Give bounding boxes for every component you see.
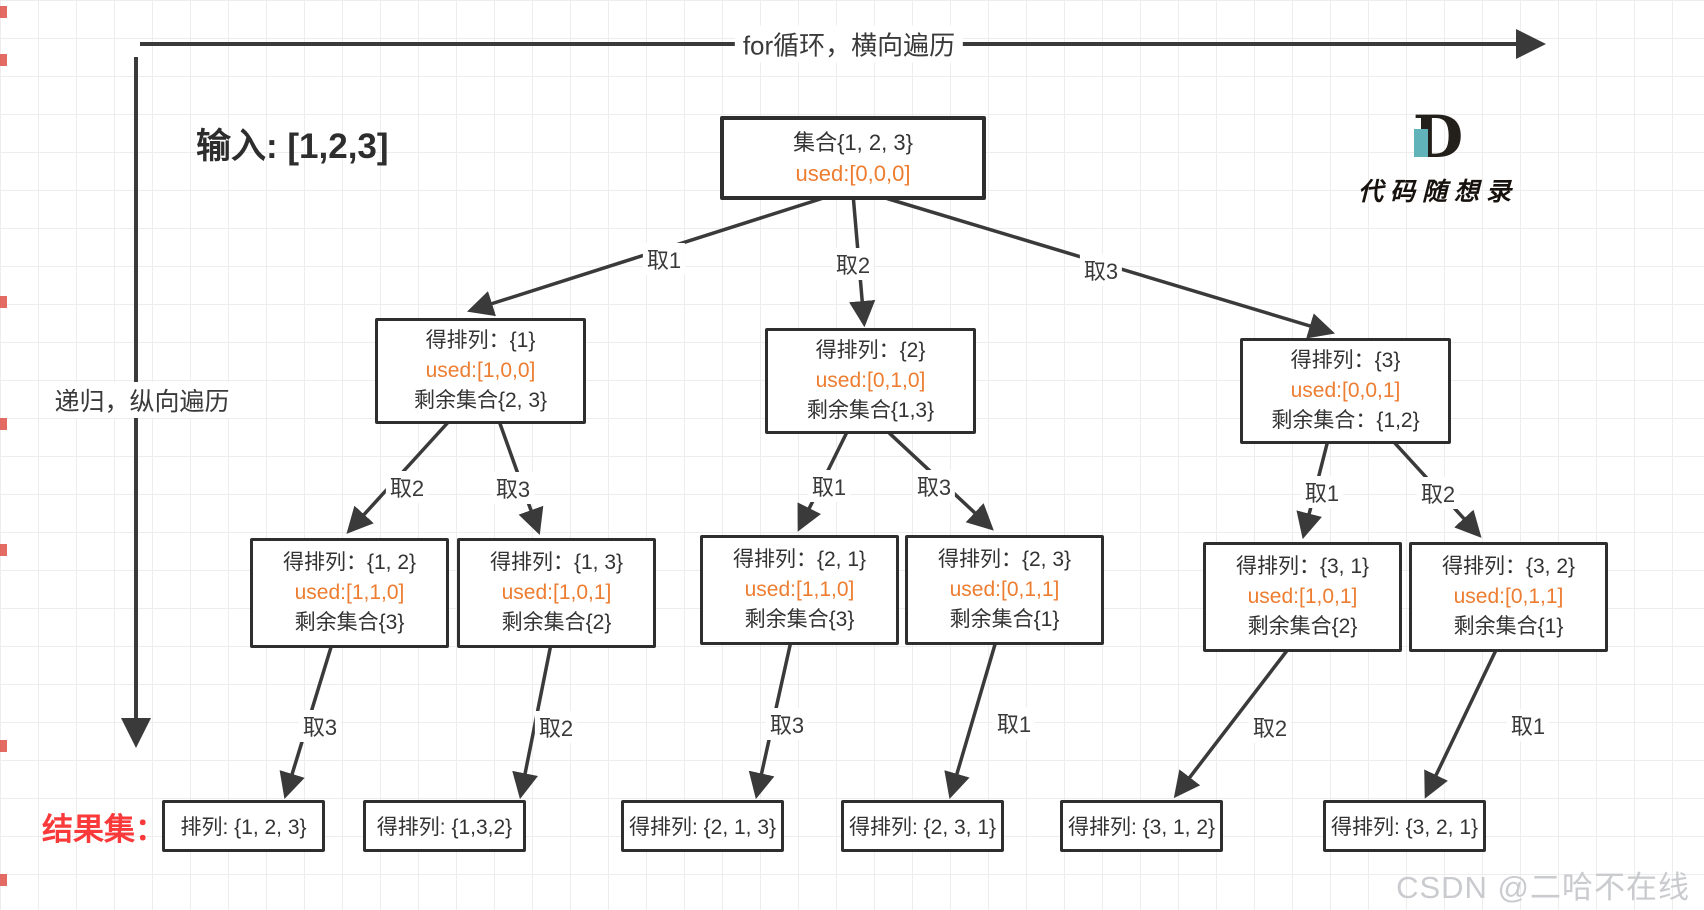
level2-node-2: 得排列：{2} used:[0,1,0] 剩余集合{1,3} <box>765 328 976 434</box>
result-set-label: 结果集： <box>42 812 166 847</box>
logo-text: 代码随想录 <box>1357 177 1518 206</box>
node-remain: 剩余集合{1} <box>949 608 1060 631</box>
canvas-edge-mark <box>0 54 7 66</box>
result-node-5: 得排列: {3, 1, 2} <box>1060 800 1223 852</box>
edge-label-l3f-take1: 取1 <box>1506 709 1550 741</box>
level3-node-6: 得排列：{3, 2} used:[0,1,1] 剩余集合{1} <box>1409 542 1608 652</box>
root-node-title: 集合{1, 2, 3} <box>793 129 913 155</box>
level3-node-2: 得排列：{1, 3} used:[1,0,1] 剩余集合{2} <box>457 538 656 648</box>
node-used: used:[1,0,1] <box>501 580 612 604</box>
canvas-edge-mark <box>0 740 7 752</box>
recursion-arrow-label: 递归，纵向遍历 <box>46 382 238 418</box>
logo-d-mark: D <box>1413 108 1463 170</box>
node-remain: 剩余集合{1,3} <box>806 399 935 422</box>
level3-node-3: 得排列：{2, 1} used:[1,1,0] 剩余集合{3} <box>700 535 899 645</box>
node-title: 得排列：{1, 3} <box>489 550 624 574</box>
node-used: used:[1,1,0] <box>744 577 855 601</box>
root-node: 集合{1, 2, 3} used:[0,0,0] <box>720 116 986 200</box>
edge-l3f-take1 <box>1424 647 1499 799</box>
edge-label-l3c-take3: 取3 <box>765 708 809 740</box>
edge-label-root-take1: 取1 <box>642 243 686 275</box>
result-node-6: 得排列: {3, 2, 1} <box>1323 800 1486 852</box>
edge-label-l3b-take2: 取2 <box>534 711 578 743</box>
edge-l3e-take2 <box>1173 646 1291 799</box>
level3-node-4: 得排列：{2, 3} used:[0,1,1] 剩余集合{1} <box>905 535 1104 645</box>
node-used: used:[1,1,0] <box>294 580 405 604</box>
node-title: 得排列：{3, 1} <box>1235 554 1370 578</box>
result-node-4: 得排列: {2, 3, 1} <box>841 800 1004 852</box>
node-used: used:[1,0,1] <box>1247 584 1358 608</box>
level2-node-1: 得排列：{1} used:[1,0,0] 剩余集合{2, 3} <box>375 318 586 424</box>
node-remain: 剩余集合{3} <box>744 608 855 631</box>
node-remain: 剩余集合{2} <box>501 611 612 634</box>
edge-label-l2b-take3: 取3 <box>912 470 956 502</box>
node-remain: 剩余集合{3} <box>294 611 405 634</box>
node-remain: 剩余集合{2, 3} <box>413 389 548 412</box>
node-remain: 剩余集合{1} <box>1453 615 1564 638</box>
canvas-edge-mark <box>0 874 7 886</box>
edge-label-l2c-take2: 取2 <box>1416 477 1460 509</box>
node-remain: 剩余集合：{1,2} <box>1271 409 1420 432</box>
input-label: 输入: [1,2,3] <box>196 127 389 166</box>
edge-label-l2a-take2: 取2 <box>385 471 429 503</box>
node-title: 得排列：{2, 3} <box>937 547 1072 571</box>
canvas-edge-mark <box>0 544 7 556</box>
node-title: 得排列：{3, 2} <box>1441 554 1576 578</box>
node-used: used:[0,1,1] <box>949 577 1060 601</box>
node-title: 得排列：{2, 1} <box>732 547 867 571</box>
level3-node-1: 得排列：{1, 2} used:[1,1,0] 剩余集合{3} <box>250 538 449 648</box>
result-node-1: 排列: {1, 2, 3} <box>162 800 325 852</box>
canvas-edge-mark <box>0 418 7 430</box>
edge-l3d-take1 <box>944 640 998 800</box>
result-node-3: 得排列: {2, 1, 3} <box>621 800 784 852</box>
node-used: used:[0,0,1] <box>1290 378 1401 402</box>
edge-label-root-take2: 取2 <box>831 248 875 280</box>
edge-label-l2b-take1: 取1 <box>807 470 851 502</box>
for-loop-arrow-label: for循环，横向遍历 <box>734 25 964 63</box>
edge-label-l2c-take1: 取1 <box>1300 476 1344 508</box>
edge-label-l3e-take2: 取2 <box>1248 711 1292 743</box>
watermark: CSDN @二哈不在线 <box>1396 870 1690 905</box>
canvas-edge-mark <box>0 6 7 18</box>
node-remain: 剩余集合{2} <box>1247 615 1358 638</box>
node-used: used:[1,0,0] <box>425 358 536 382</box>
logo: D 代码随想录 <box>1348 108 1528 208</box>
edge-label-root-take3: 取3 <box>1079 254 1123 286</box>
level2-node-3: 得排列：{3} used:[0,0,1] 剩余集合：{1,2} <box>1240 338 1451 444</box>
node-title: 得排列：{1} <box>425 328 536 352</box>
node-title: 得排列：{2} <box>815 338 926 362</box>
edge-label-l2a-take3: 取3 <box>491 472 535 504</box>
level3-node-5: 得排列：{3, 1} used:[1,0,1] 剩余集合{2} <box>1203 542 1402 652</box>
result-node-2: 得排列: {1,3,2} <box>363 800 526 852</box>
logo-teal-accent <box>1413 129 1428 157</box>
node-used: used:[0,1,0] <box>815 368 926 392</box>
node-title: 得排列：{3} <box>1290 348 1401 372</box>
node-title: 得排列：{1, 2} <box>282 550 417 574</box>
canvas-edge-mark <box>0 296 7 308</box>
root-node-used: used:[0,0,0] <box>795 161 911 186</box>
edge-label-l3a-take3: 取3 <box>298 710 342 742</box>
edge-label-l3d-take1: 取1 <box>992 707 1036 739</box>
node-used: used:[0,1,1] <box>1453 584 1564 608</box>
